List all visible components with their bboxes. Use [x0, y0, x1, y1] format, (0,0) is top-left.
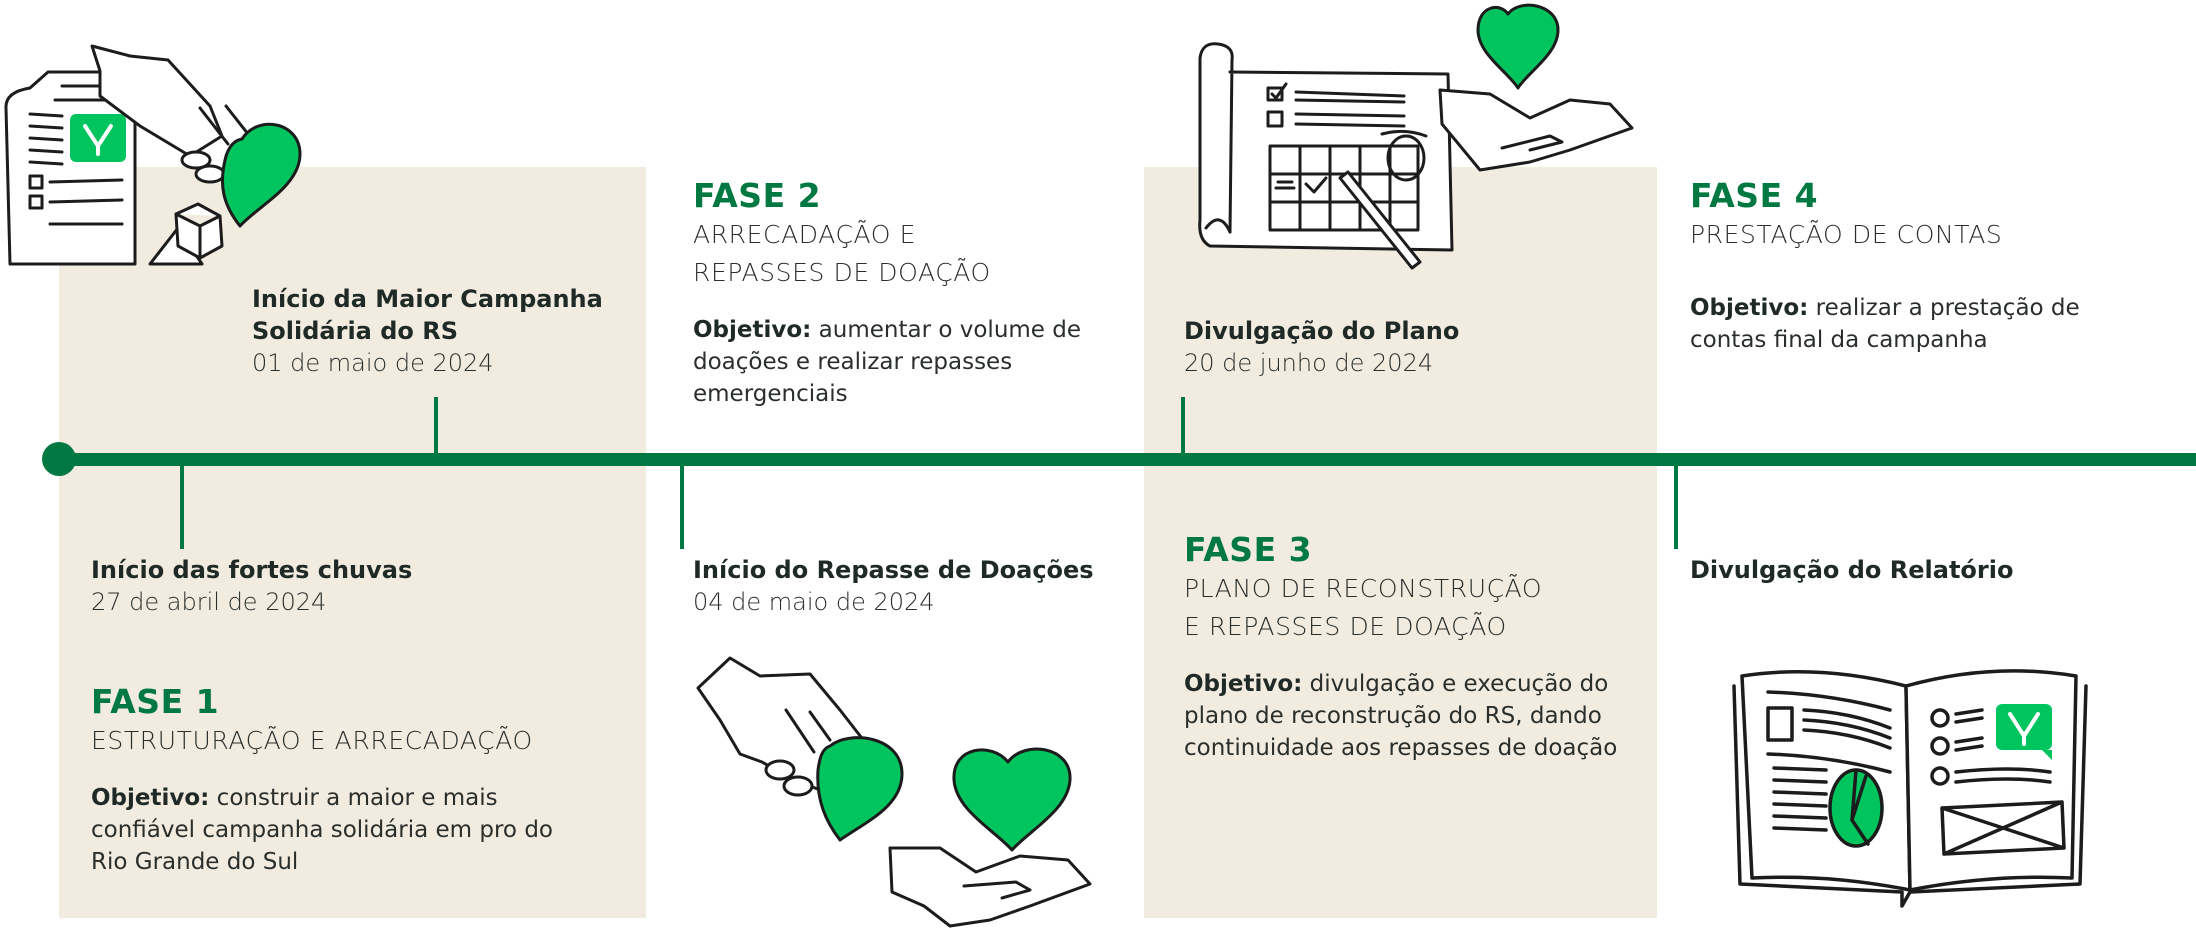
phase-objective: Objetivo: realizar a prestação de contas… [1690, 292, 2090, 356]
phase-3: FASE 3 PLANO DE RECONSTRUÇÃO E REPASSES … [1184, 530, 1624, 764]
phase-1-panel [59, 167, 646, 918]
phase-title: FASE 2 [693, 176, 822, 215]
phase-subtitle: ESTRUTURAÇÃO E ARRECADAÇÃO [91, 726, 533, 755]
timeline-start-dot [42, 442, 76, 476]
phase-subtitle-line2: REPASSES DE DOAÇÃO [693, 258, 991, 287]
phase-objective: Objetivo: divulgação e execução do plano… [1184, 668, 1624, 764]
phase-subtitle-line2: E REPASSES DE DOAÇÃO [1184, 612, 1507, 641]
objective-label: Objetivo: [1690, 295, 1809, 321]
event-date: 27 de abril de 2024 [91, 588, 327, 616]
document-hand-heart-icon [0, 36, 345, 276]
open-report-book-icon [1730, 656, 2092, 916]
event-title: Início das fortes chuvas [91, 556, 413, 584]
phase-4: FASE 4 PRESTAÇÃO DE CONTAS Objetivo: rea… [1690, 176, 2110, 356]
event-inicio-campanha: Início da Maior Campanha Solidária do RS… [252, 283, 603, 379]
event-fortes-chuvas: Início das fortes chuvas 27 de abril de … [91, 554, 412, 618]
event-divulgacao-relatorio: Divulgação do Relatório [1690, 554, 2013, 586]
objective-text: construir a maior e mais confiável campa… [91, 785, 553, 875]
event-date: 20 de junho de 2024 [1184, 349, 1434, 377]
phase-subtitle: PRESTAÇÃO DE CONTAS [1690, 220, 2003, 249]
objective-label: Objetivo: [1184, 671, 1303, 697]
phase-2: FASE 2 ARRECADAÇÃO E REPASSES DE DOAÇÃO … [693, 176, 1113, 410]
tick-divulgacao-relatorio [1674, 466, 1678, 549]
phase-objective: Objetivo: construir a maior e mais confi… [91, 782, 571, 878]
objective-label: Objetivo: [91, 785, 210, 811]
hands-passing-hearts-icon [690, 650, 1120, 932]
event-divulgacao-plano: Divulgação do Plano 20 de junho de 2024 [1184, 315, 1459, 379]
tick-fortes-chuvas [180, 466, 184, 549]
tick-inicio-campanha [434, 397, 438, 453]
objective-text: divulgação e execução do plano de recons… [1184, 671, 1618, 761]
phase-title: FASE 4 [1690, 176, 1819, 215]
event-date: 01 de maio de 2024 [252, 349, 494, 377]
phase-subtitle-line1: PLANO DE RECONSTRUÇÃO [1184, 574, 1543, 603]
event-title-line1: Início da Maior Campanha [252, 285, 603, 313]
phase-3-panel [1144, 167, 1657, 918]
event-date: 04 de maio de 2024 [693, 588, 935, 616]
phase-1: FASE 1 ESTRUTURAÇÃO E ARRECADAÇÃO Objeti… [91, 682, 611, 878]
tick-inicio-repasse [680, 466, 684, 549]
calendar-plan-hand-heart-icon [1190, 0, 1660, 280]
phase-objective: Objetivo: aumentar o volume de doações e… [693, 314, 1113, 410]
event-inicio-repasse: Início do Repasse de Doações 04 de maio … [693, 554, 1094, 618]
phase-subtitle-line1: ARRECADAÇÃO E [693, 220, 917, 249]
objective-text: aumentar o volume de doações e realizar … [693, 317, 1082, 407]
event-title-line2: Solidária do RS [252, 317, 459, 345]
event-title: Divulgação do Plano [1184, 317, 1460, 345]
phase-title: FASE 3 [1184, 530, 1313, 569]
objective-label: Objetivo: [693, 317, 812, 343]
phase-title: FASE 1 [91, 682, 220, 721]
tick-divulgacao-plano [1181, 397, 1185, 453]
event-title: Divulgação do Relatório [1690, 556, 2014, 584]
timeline-axis [58, 453, 2196, 466]
objective-text: realizar a prestação de contas final da … [1690, 295, 2080, 353]
event-title: Início do Repasse de Doações [693, 556, 1094, 584]
